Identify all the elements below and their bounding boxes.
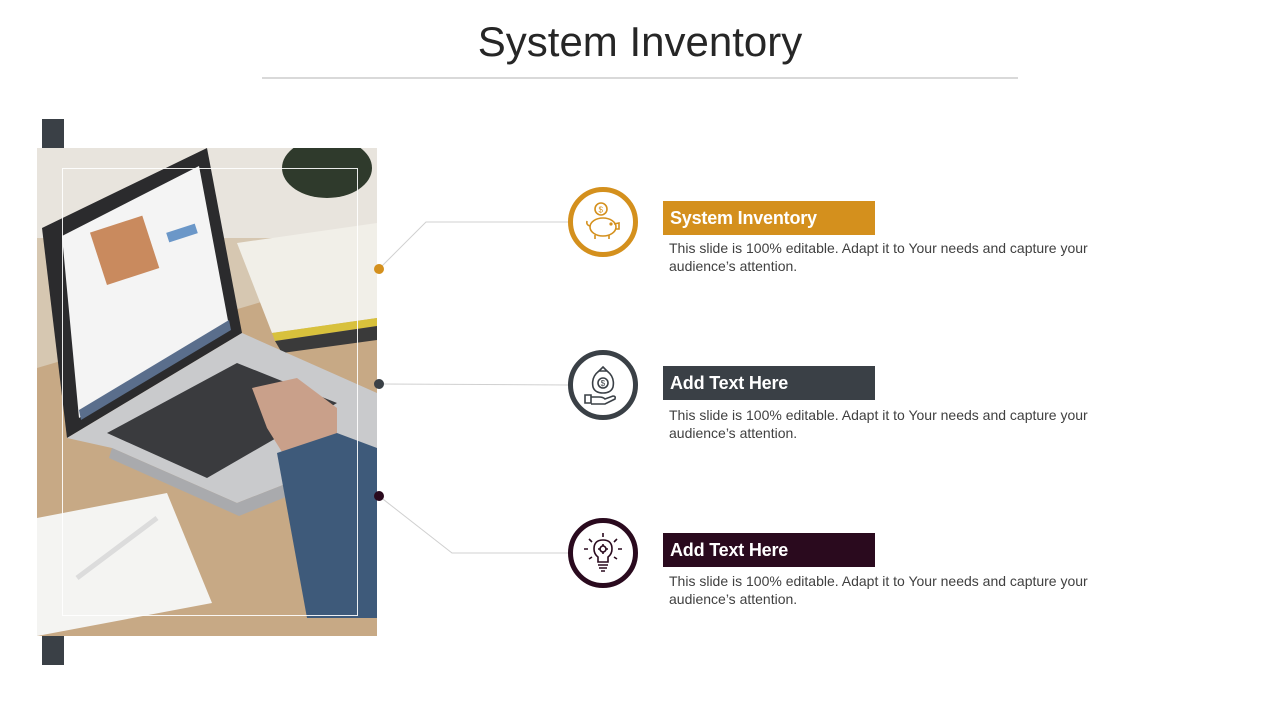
item-2-label: Add Text Here [663,366,875,400]
item-3-label: Add Text Here [663,533,875,567]
item-1-description: This slide is 100% editable. Adapt it to… [669,240,1088,274]
svg-text:$: $ [601,379,606,388]
item-2-description: This slide is 100% editable. Adapt it to… [669,407,1088,441]
piggy-bank-icon: $ [586,202,620,239]
slide-title: System Inventory [477,18,803,65]
title-divider [262,77,1018,79]
item-1-label: System Inventory [663,201,875,235]
laptop-on-desk-photo [37,148,377,636]
item-3-description: This slide is 100% editable. Adapt it to… [669,573,1088,607]
item-2-icon-circle: $ [568,350,638,420]
item-3-icon-circle [568,518,638,588]
lightbulb-gear-icon [584,533,622,572]
svg-text:$: $ [599,206,604,215]
money-bag-hand-icon: $ [584,365,617,405]
item-1-icon-circle: $ [568,187,638,257]
